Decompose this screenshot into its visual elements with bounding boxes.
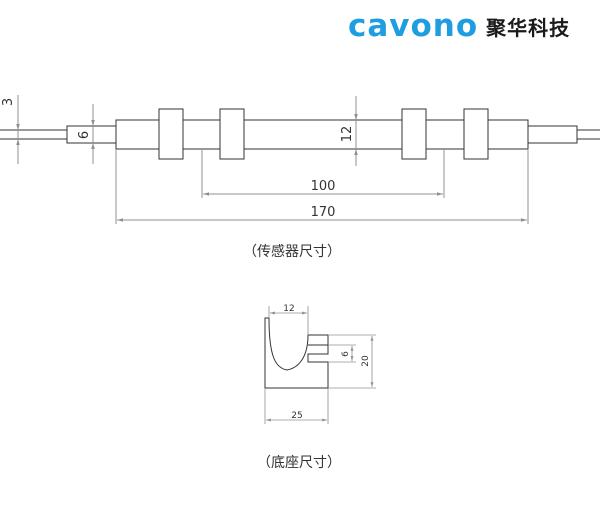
sensor-clamp-1 [158, 108, 184, 160]
sensor-dimensions [16, 95, 529, 224]
dim-spacing-label: 100 [311, 179, 336, 194]
sensor-tip-right [527, 125, 578, 144]
sensor-drawing [0, 108, 600, 160]
dim-tip-label: 6 [77, 131, 92, 139]
sensor-clamp-3 [401, 108, 427, 160]
dim-length-label: 170 [311, 205, 336, 220]
sensor-clamp-2 [219, 108, 245, 160]
base-dim-width-label: 25 [291, 411, 302, 421]
brand-company-name: 聚华科技 [486, 15, 571, 40]
dim-wire-label: 3 [1, 98, 16, 106]
sensor-caption: （传感器尺寸） [243, 244, 341, 260]
base-dimension-labels: 12 6 20 25 [283, 304, 371, 421]
dim-body-label: 12 [340, 126, 355, 143]
base-caption: （底座尺寸） [257, 455, 341, 471]
base-dim-slot-label: 12 [283, 304, 294, 314]
sensor-clamp-4 [463, 108, 489, 160]
brand-wordmark: cavono [348, 8, 479, 44]
base-dimensions [264, 306, 376, 424]
base-dim-height-label: 20 [361, 355, 371, 367]
sensor-dimension-labels: 3 6 12 100 170 [1, 98, 355, 220]
sensor-body [115, 119, 529, 150]
base-dim-groove-label: 6 [341, 351, 351, 357]
base-outline [264, 317, 329, 389]
base-drawing [264, 317, 329, 389]
brand-logo: cavono 聚华科技 [348, 6, 570, 46]
